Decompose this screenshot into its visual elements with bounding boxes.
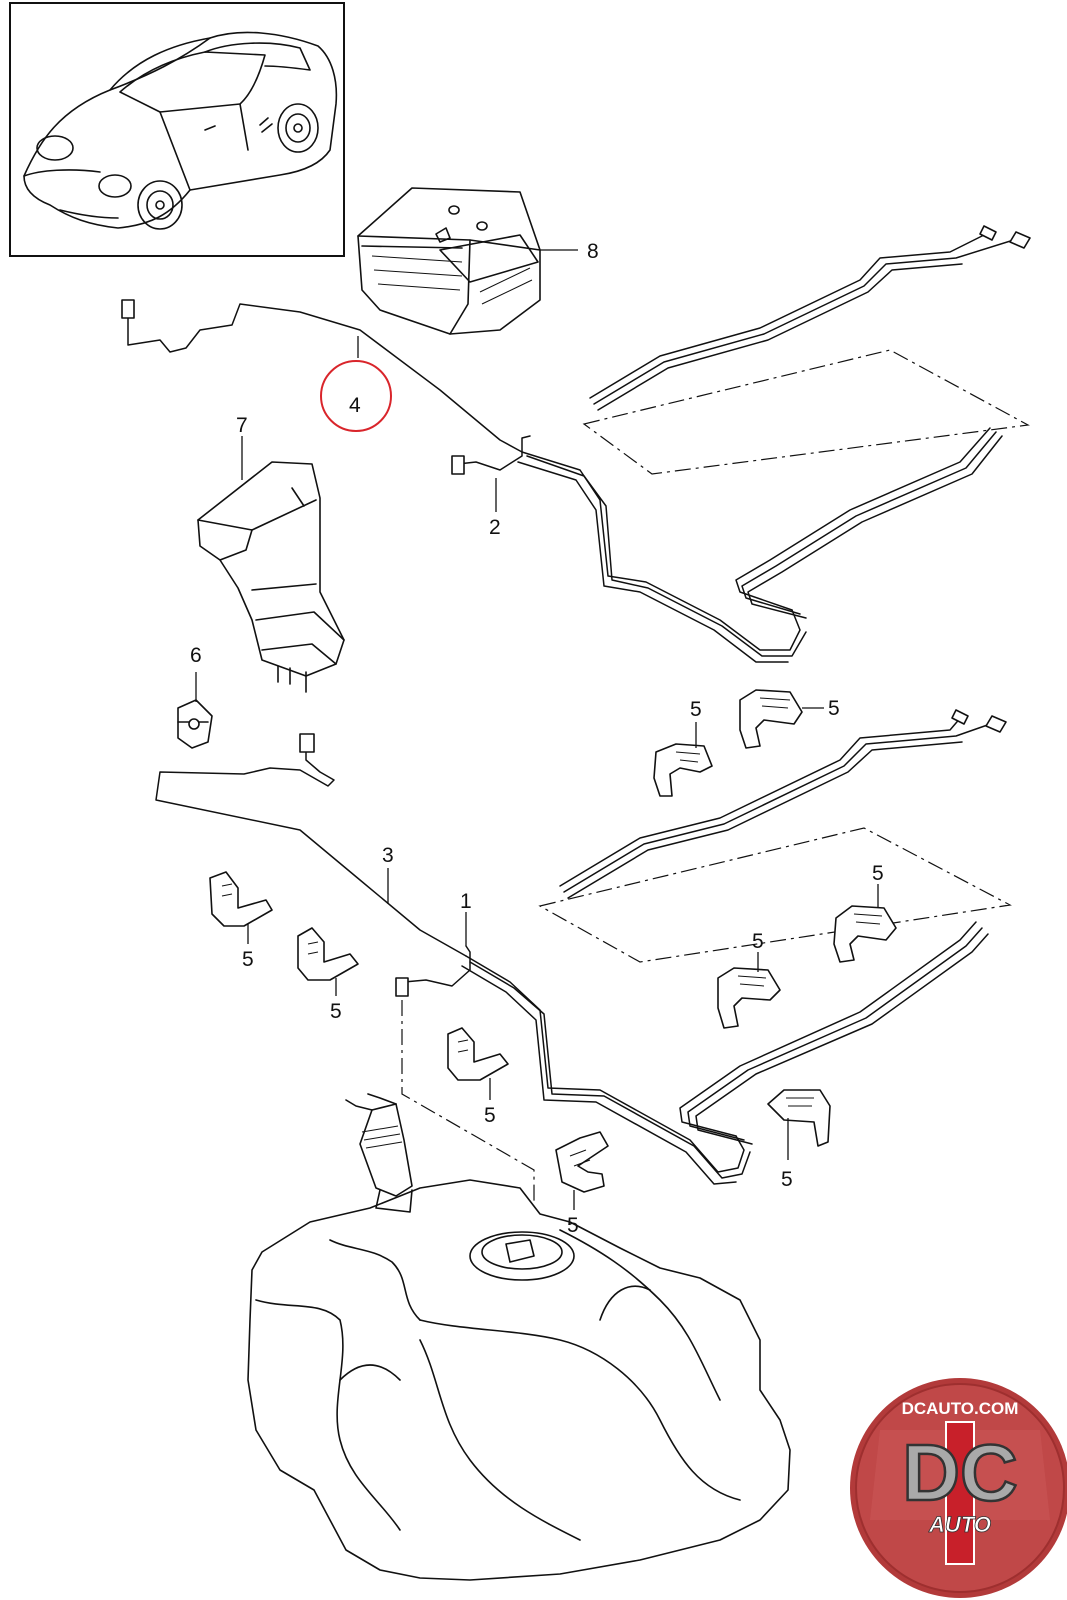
logo-site-text: DCAUTO.COM — [902, 1399, 1019, 1418]
part-2-connector-line — [451, 435, 531, 512]
part-4-highlight-circle — [320, 360, 392, 432]
callout-5-g: 5 — [752, 930, 764, 953]
callout-2: 2 — [489, 516, 501, 539]
clip-5-c — [209, 871, 273, 927]
callout-labels: 8 4 7 2 6 5 5 3 1 5 5 5 5 5 5 5 — [190, 240, 884, 1237]
part-3-fuel-line — [155, 709, 1012, 1185]
callout-3: 3 — [382, 844, 394, 867]
callout-8: 8 — [587, 240, 599, 263]
clip-5-e — [447, 1027, 509, 1081]
clip-5-d — [297, 927, 359, 981]
clip-5-g — [717, 967, 781, 1029]
clip-5-i — [767, 1089, 831, 1147]
callout-5-f: 5 — [567, 1214, 579, 1237]
part-5-clips — [209, 689, 897, 1210]
dc-auto-logo: DCAUTO.COM DC AUTO — [850, 1378, 1067, 1598]
callout-6: 6 — [190, 644, 202, 667]
callout-5-d: 5 — [330, 1000, 342, 1023]
clip-5-a — [653, 743, 713, 797]
part-6-clip — [177, 672, 213, 749]
part-8-canister — [357, 187, 578, 335]
vehicle-thumbnail — [9, 2, 345, 257]
clip-5-leaders — [247, 707, 879, 1210]
part-4-fuel-line — [121, 225, 1031, 663]
car-illustration — [23, 31, 338, 230]
callout-7: 7 — [236, 414, 248, 437]
part-7-holder — [197, 436, 345, 693]
logo-initials: DC — [902, 1428, 1018, 1517]
fuel-tank — [247, 1093, 791, 1581]
callout-1: 1 — [460, 890, 472, 913]
callout-5-h: 5 — [872, 862, 884, 885]
callout-5-b: 5 — [828, 697, 840, 720]
callout-5-a: 5 — [690, 698, 702, 721]
callout-5-c: 5 — [242, 948, 254, 971]
clip-5-h — [833, 905, 897, 963]
callout-5-e: 5 — [484, 1104, 496, 1127]
clip-5-f — [555, 1131, 609, 1193]
logo-word: AUTO — [928, 1512, 991, 1537]
callout-4: 4 — [349, 394, 361, 417]
clip-5-b — [739, 689, 803, 749]
callout-5-i: 5 — [781, 1168, 793, 1191]
